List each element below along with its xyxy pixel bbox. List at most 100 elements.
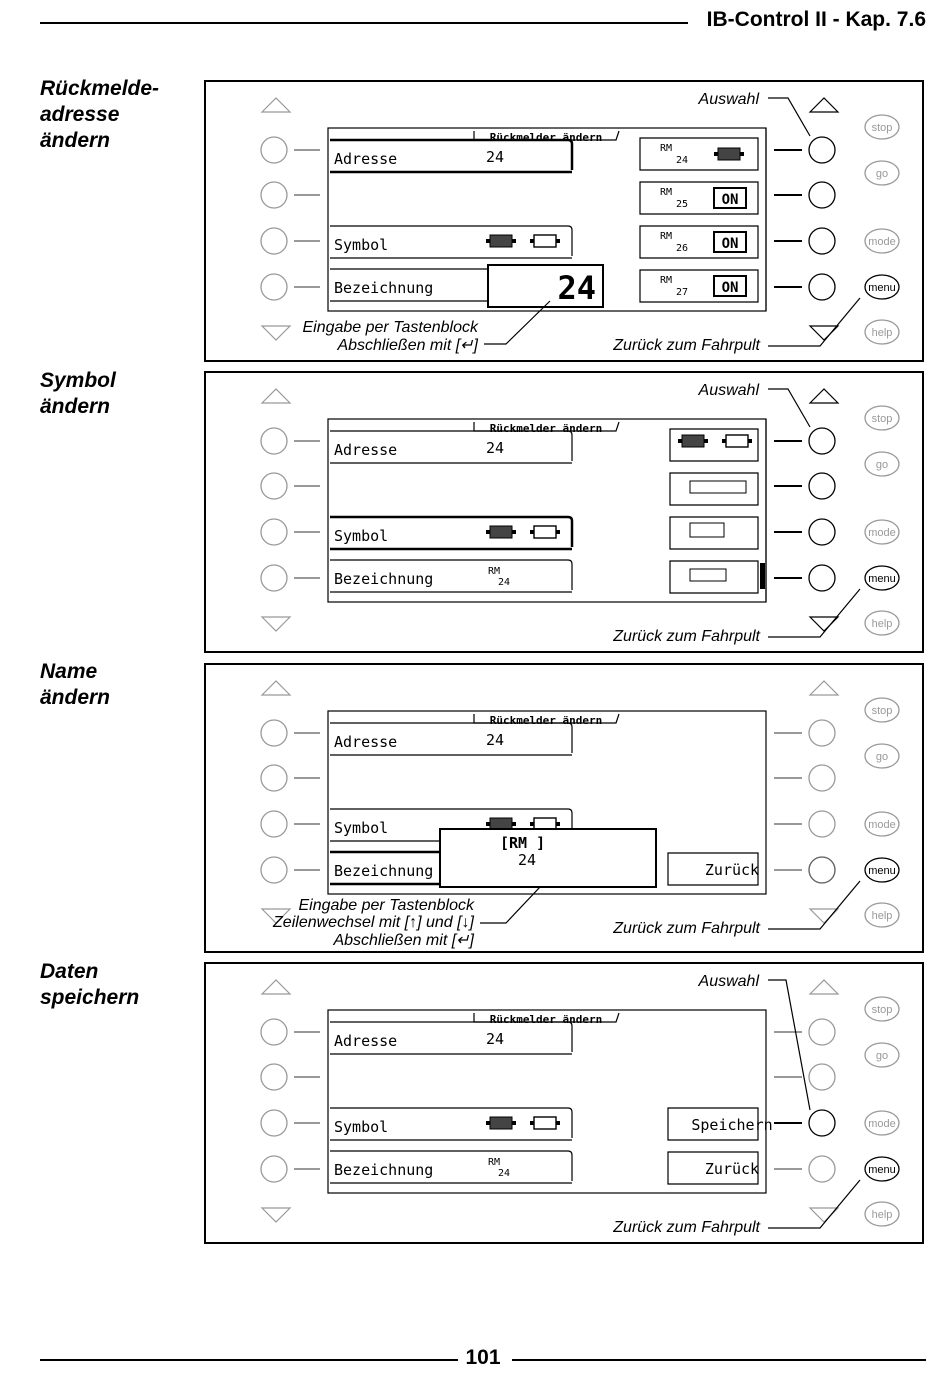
scroll-up-left-icon[interactable]: [260, 680, 292, 696]
rm-item-1[interactable]: [639, 137, 759, 171]
softkey-left-1[interactable]: [260, 427, 288, 455]
softkey-left-4[interactable]: [260, 564, 288, 592]
rm-item-4[interactable]: [639, 269, 759, 303]
mode-button[interactable]: [864, 519, 900, 545]
scroll-down-left-icon[interactable]: [260, 325, 292, 341]
adresse-value: 24: [486, 1030, 504, 1048]
scroll-up-left-icon[interactable]: [260, 979, 292, 995]
zurueck-button[interactable]: [667, 1151, 759, 1185]
scroll-up-right-icon[interactable]: [808, 97, 840, 113]
scroll-down-right-icon[interactable]: [808, 325, 840, 341]
symbol-field-label: Symbol: [334, 236, 388, 254]
softkey-right-2[interactable]: [808, 472, 836, 500]
stop-button[interactable]: [864, 405, 900, 431]
scroll-down-left-icon[interactable]: [260, 616, 292, 632]
mode-button-label: mode: [868, 819, 896, 831]
softkey-left-3[interactable]: [260, 1109, 288, 1137]
go-button[interactable]: [864, 451, 900, 477]
softkey-right-2[interactable]: [808, 1063, 836, 1091]
section-title-3: Name ändern: [40, 660, 111, 709]
softkey-right-4[interactable]: [808, 564, 836, 592]
softkey-right-3[interactable]: [808, 1109, 836, 1137]
scrollbar-thumb[interactable]: [760, 563, 765, 589]
scroll-up-right-icon[interactable]: [808, 979, 840, 995]
symbol-field-label: Symbol: [334, 819, 388, 837]
go-button[interactable]: [864, 1042, 900, 1068]
softkey-right-1[interactable]: [808, 136, 836, 164]
softkey-right-1[interactable]: [808, 1018, 836, 1046]
rm-item-3[interactable]: [639, 225, 759, 259]
softkey-left-4[interactable]: [260, 856, 288, 884]
softkey-left-4[interactable]: [260, 1155, 288, 1183]
scroll-down-right-icon[interactable]: [808, 616, 840, 632]
softkey-right-zurueck[interactable]: [808, 856, 836, 884]
symbol-choice-4[interactable]: [669, 560, 759, 594]
softkey-left-3[interactable]: [260, 810, 288, 838]
softkey-left-1[interactable]: [260, 719, 288, 747]
rm-item-2[interactable]: [639, 181, 759, 215]
softkey-right-3[interactable]: [808, 518, 836, 546]
help-button[interactable]: [864, 902, 900, 928]
page-header: IB-Control II - Kap. 7.6: [40, 8, 926, 36]
symbol-preview-icon-nub: [486, 1121, 490, 1125]
softkey-left-4[interactable]: [260, 273, 288, 301]
scroll-down-left-icon[interactable]: [260, 908, 292, 924]
softkey-right-2[interactable]: [808, 764, 836, 792]
softkey-left-1[interactable]: [260, 136, 288, 164]
help-button[interactable]: [864, 1201, 900, 1227]
softkey-left-2[interactable]: [260, 764, 288, 792]
scroll-up-right-icon[interactable]: [808, 680, 840, 696]
softkey-right-4[interactable]: [808, 1155, 836, 1183]
help-button-label: help: [872, 1209, 893, 1221]
softkey-right-1[interactable]: [808, 427, 836, 455]
lcd-title: Rückmelder ändern: [490, 422, 603, 435]
scroll-down-right-icon[interactable]: [808, 908, 840, 924]
menu-button[interactable]: [864, 274, 900, 300]
mode-button[interactable]: [864, 811, 900, 837]
rm-symbol-nub: [714, 152, 718, 156]
stop-button[interactable]: [864, 697, 900, 723]
speichern-button[interactable]: [667, 1107, 759, 1141]
name-edit-box[interactable]: [439, 828, 657, 888]
lcd-title: Rückmelder ändern: [490, 1013, 603, 1026]
symbol-choice-1[interactable]: [669, 428, 759, 462]
stop-button[interactable]: [864, 114, 900, 140]
softkey-left-3[interactable]: [260, 518, 288, 546]
scroll-down-left-icon[interactable]: [260, 1207, 292, 1223]
menu-button[interactable]: [864, 565, 900, 591]
softkey-right-3[interactable]: [808, 810, 836, 838]
go-button[interactable]: [864, 160, 900, 186]
help-button[interactable]: [864, 319, 900, 345]
menu-button[interactable]: [864, 1156, 900, 1182]
leader-eingabe: [480, 886, 541, 924]
softkey-left-2[interactable]: [260, 1063, 288, 1091]
symbol-preview-icon-filled: [489, 525, 513, 539]
scroll-up-right-icon[interactable]: [808, 388, 840, 404]
symbol-choice-3[interactable]: [669, 516, 759, 550]
section-title-4: Daten speichern: [40, 960, 140, 1009]
softkey-right-3[interactable]: [808, 227, 836, 255]
menu-button[interactable]: [864, 857, 900, 883]
stop-button[interactable]: [864, 996, 900, 1022]
adresse-value: 24: [486, 148, 504, 166]
mode-button[interactable]: [864, 228, 900, 254]
softkey-left-3[interactable]: [260, 227, 288, 255]
softkey-right-1[interactable]: [808, 719, 836, 747]
softkey-right-2[interactable]: [808, 181, 836, 209]
scroll-down-right-icon[interactable]: [808, 1207, 840, 1223]
scroll-up-left-icon[interactable]: [260, 388, 292, 404]
softkey-left-2[interactable]: [260, 472, 288, 500]
softkey-left-1[interactable]: [260, 1018, 288, 1046]
softkey-left-2[interactable]: [260, 181, 288, 209]
symbol-field-frame: [330, 808, 573, 839]
scroll-up-left-icon[interactable]: [260, 97, 292, 113]
mode-button[interactable]: [864, 1110, 900, 1136]
symbol-choice-2[interactable]: [669, 472, 759, 506]
softkey-right-4[interactable]: [808, 273, 836, 301]
zurueck-button[interactable]: [667, 852, 759, 886]
help-button[interactable]: [864, 610, 900, 636]
mode-button-label: mode: [868, 236, 896, 248]
go-button[interactable]: [864, 743, 900, 769]
